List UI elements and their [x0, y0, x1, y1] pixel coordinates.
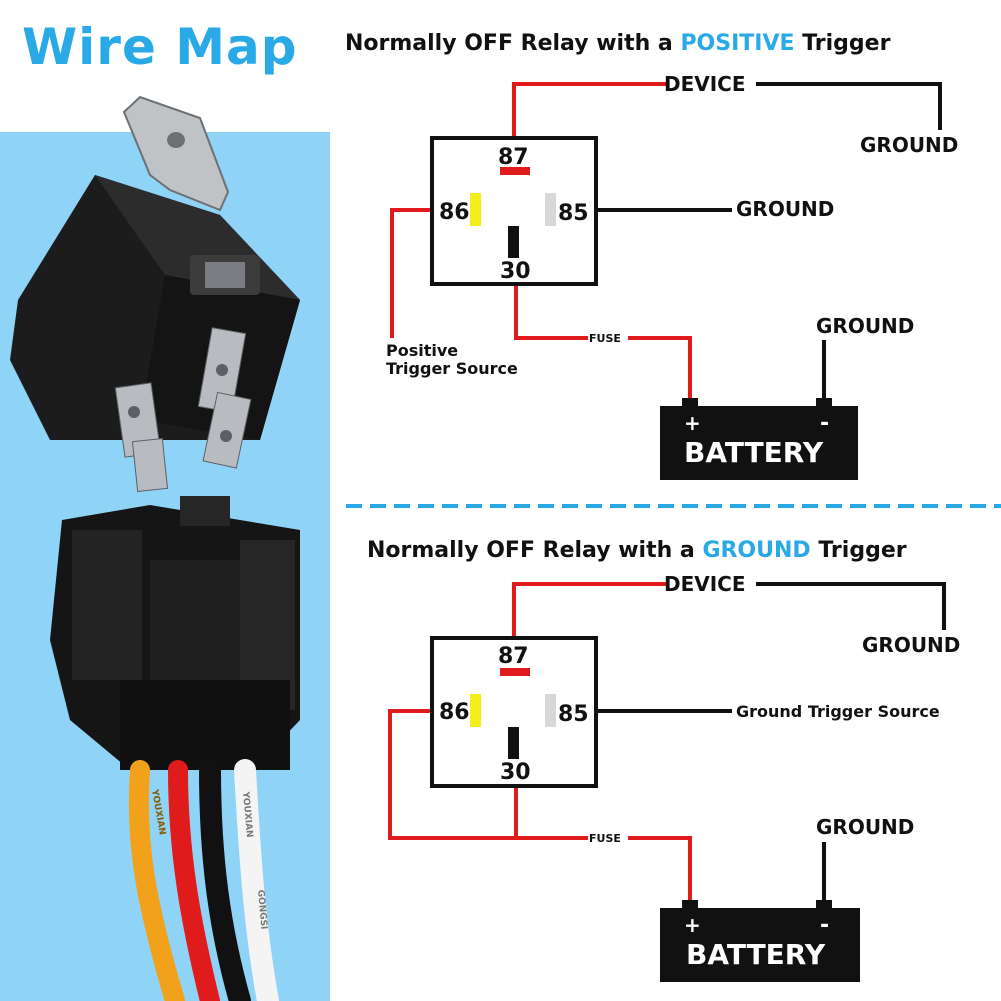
relay-terminals: [114, 327, 252, 492]
wire-87-to-device: [512, 582, 668, 638]
relay-mounting-bracket: [122, 95, 230, 212]
diagram-title-positive: Normally OFF Relay with a POSITIVE Trigg…: [345, 31, 891, 56]
battery-label: BATTERY: [684, 436, 824, 469]
battery-minus-terminal: [816, 900, 832, 910]
pin85-ground-label: GROUND: [736, 197, 834, 221]
battery-plus-terminal: [682, 900, 698, 910]
ground-trigger-source-label: Ground Trigger Source: [736, 702, 940, 721]
pin87-marker: [500, 668, 530, 676]
wire-86-loop: [388, 709, 516, 840]
battery-minus-sign: -: [820, 913, 829, 938]
battery-body: [660, 908, 860, 982]
diagram-ground-trigger: 87 86 85 30 DEVICE GROUND Ground Trigger…: [388, 572, 960, 982]
pin87-label: 87: [498, 644, 529, 669]
page-title: Wire Map: [22, 18, 298, 76]
pin30-marker: [508, 226, 519, 258]
battery-minus-terminal: [816, 398, 832, 408]
device-label: DEVICE: [664, 572, 746, 596]
wire-86-trigger: [390, 208, 432, 338]
wire-print: YOUXIAN: [240, 790, 254, 838]
relay-box: [430, 136, 598, 286]
device-label: DEVICE: [664, 72, 746, 96]
wire-30-to-fuse: [514, 284, 588, 340]
pin86-label: 86: [439, 200, 470, 225]
wire-fuse-to-battery: [628, 836, 692, 906]
relay-box: [430, 636, 598, 788]
battery-ground-label: GROUND: [816, 815, 914, 839]
diagram-title-ground: Normally OFF Relay with a GROUND Trigger: [367, 538, 907, 563]
wire-device-to-ground: [756, 82, 942, 130]
battery-ground-label: GROUND: [816, 314, 914, 338]
battery-plus-sign: +: [684, 913, 701, 937]
battery-plus-terminal: [682, 398, 698, 408]
device-ground-label: GROUND: [860, 133, 958, 157]
positive-trigger-label-line2: Trigger Source: [386, 359, 518, 378]
battery-minus-sign: -: [820, 411, 829, 436]
wire-device-to-ground: [756, 582, 946, 630]
relay-socket: [50, 496, 300, 770]
diagram-positive-trigger: 87 86 85 30 DEVICE GROUND GROUND Positiv…: [386, 72, 958, 480]
pin86-label: 86: [439, 700, 470, 725]
relay-photo-illustration: YOUXIAN YOUXIAN GONGSI: [10, 95, 300, 1001]
battery-plus-sign: +: [684, 411, 701, 435]
pin87-marker: [500, 167, 530, 175]
pin30-label: 30: [500, 259, 531, 284]
wire-print: GONGSI: [255, 889, 268, 930]
pin86-marker: [470, 694, 481, 727]
pin85-marker: [545, 694, 556, 727]
positive-trigger-label-line1: Positive: [386, 341, 458, 360]
pin86-marker: [470, 193, 481, 226]
wire-30-to-fuse: [514, 786, 588, 840]
pin85-label: 85: [558, 702, 589, 727]
device-ground-label: GROUND: [862, 633, 960, 657]
fuse-label: FUSE: [589, 332, 621, 345]
socket-wires: [128, 759, 279, 1001]
wire-fuse-to-battery: [628, 336, 692, 404]
battery-body: [660, 406, 858, 480]
pin85-label: 85: [558, 201, 589, 226]
wire-87-to-device: [512, 82, 668, 138]
pin87-label: 87: [498, 145, 529, 170]
pin30-label: 30: [500, 760, 531, 785]
pin85-marker: [545, 193, 556, 226]
fuse-label: FUSE: [589, 832, 621, 845]
pin30-marker: [508, 727, 519, 759]
battery-label: BATTERY: [686, 938, 826, 971]
